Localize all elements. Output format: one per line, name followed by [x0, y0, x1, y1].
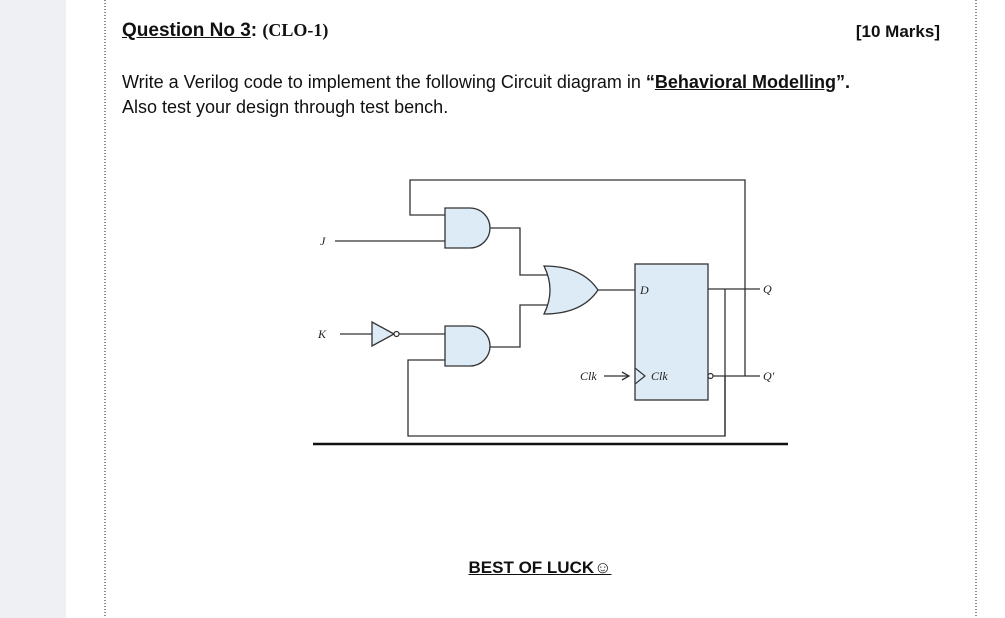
footer-best-of-luck: BEST OF LUCK☺ — [468, 558, 612, 577]
label-clk-input: Clk — [580, 369, 597, 383]
label-clk-pin: Clk — [651, 369, 668, 383]
jk-flipflop-circuit-diagram: J K D Clk Clk Q Q′ — [313, 179, 788, 446]
d-flipflop — [634, 263, 709, 401]
label-j: J — [320, 234, 326, 248]
document-page — [104, 0, 976, 618]
label-qbar: Q′ — [763, 369, 775, 383]
question-marks: [10 Marks] — [855, 22, 940, 41]
feedback-wire-q — [409, 179, 746, 289]
and2-to-or-wire — [490, 304, 548, 348]
label-k: K — [317, 327, 327, 341]
label-q: Q — [763, 282, 772, 296]
or-gate — [542, 265, 599, 315]
left-sidebar-pane — [0, 0, 66, 618]
and1-to-or-wire — [490, 227, 548, 276]
label-d: D — [639, 283, 649, 297]
instruction-emphasis: Behavioral Modelling — [654, 72, 836, 92]
and-gate-1 — [444, 207, 491, 249]
instruction-line2: Also test your design through test bench… — [122, 97, 449, 117]
page-border-left — [104, 0, 106, 618]
and-gate-2 — [444, 325, 491, 367]
not-gate-bubble — [393, 330, 400, 338]
question-title: Question No 3: (CLO-1) — [122, 20, 328, 42]
question-clo: (CLO-1) — [262, 20, 329, 40]
close-quote: ”. — [835, 72, 850, 92]
not-gate — [371, 320, 396, 348]
clk-arrowhead — [621, 371, 631, 381]
clk-triangle — [634, 367, 646, 385]
question-instruction: Write a Verilog code to implement the fo… — [122, 70, 952, 120]
open-quote: “ — [645, 72, 655, 92]
instruction-line1: Write a Verilog code to implement the fo… — [122, 72, 646, 92]
qbar-bubble — [707, 372, 714, 380]
question-colon: : — [250, 20, 263, 41]
page-border-right — [975, 0, 977, 618]
question-number: Question No 3 — [122, 20, 251, 41]
